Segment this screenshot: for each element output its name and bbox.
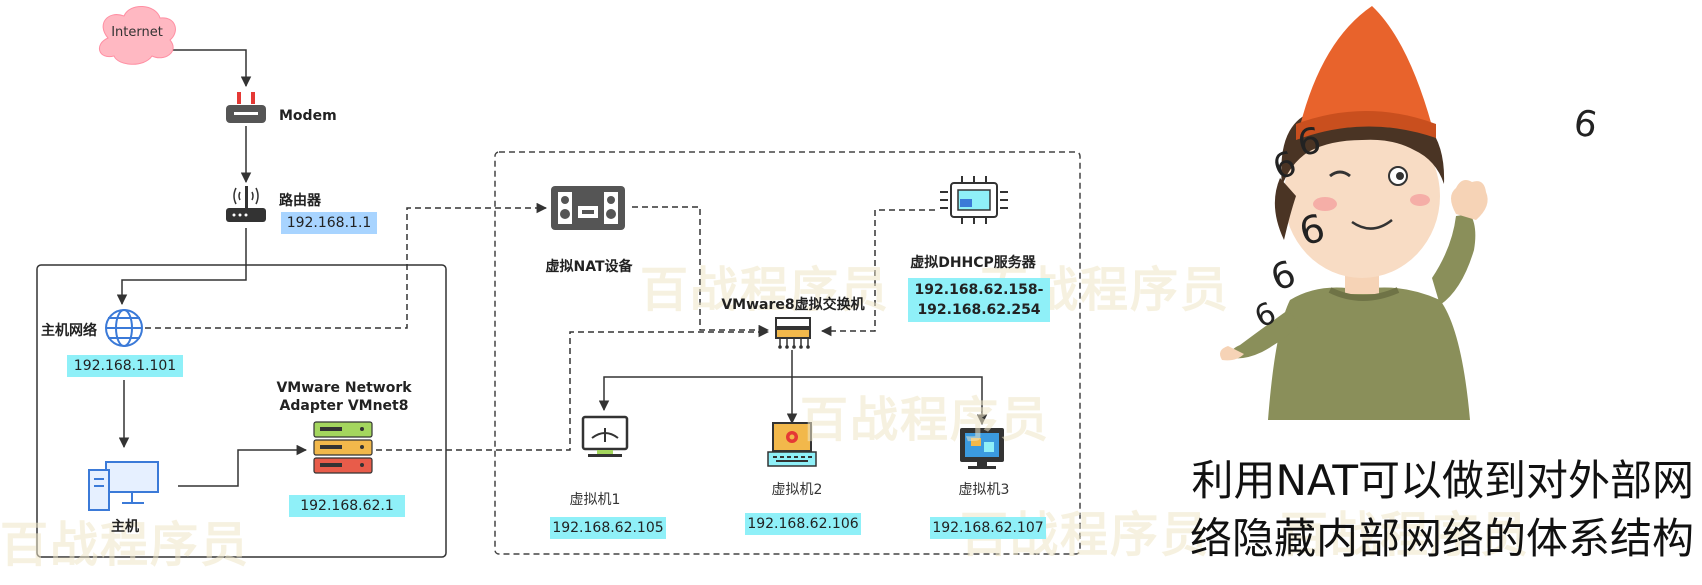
internet-label: Internet: [111, 25, 163, 40]
boy-thumbs-666-illustration: [1220, 6, 1488, 420]
router-label: 路由器: [279, 193, 321, 209]
vmnet8-ip: 192.168.62.1: [289, 495, 405, 517]
desktop-computer-icon: [88, 461, 159, 511]
vmnet8-label-line2: Adapter VMnet8: [279, 398, 409, 414]
monitor-icon: [581, 415, 629, 457]
dhcp-ip-end: 192.168.62.254: [917, 302, 1041, 318]
server-stack-icon: [313, 421, 373, 474]
vmnet8-label-line1: VMware Network: [276, 380, 412, 396]
edge-switch-vm3: [792, 376, 988, 426]
host-side-frame: [36, 264, 447, 558]
chip-board-icon: [940, 176, 1008, 224]
edge-nat-switch: [632, 206, 770, 336]
host-label: 主机: [111, 519, 139, 535]
caption-line-1: 利用NAT可以做到对外部网: [1191, 456, 1694, 505]
switch-icon: [775, 317, 811, 349]
edge-router-hostnet: [116, 228, 247, 306]
watermark: 百战程序员: [640, 262, 891, 318]
edge-switch-vm1: [598, 376, 792, 412]
modem-icon: [226, 92, 266, 123]
nat-label: 虚拟NAT设备: [545, 259, 633, 275]
vm2-ip: 192.168.62.106: [745, 513, 861, 535]
switch-label: VMware8虚拟交换机: [721, 297, 865, 313]
speaker-device-icon: [551, 186, 625, 230]
host-network-label: 主机网络: [41, 323, 97, 339]
caption-line-2: 络隐藏内部网络的体系结构: [1189, 514, 1694, 563]
virtual-network-frame: [494, 151, 1081, 555]
watermark: 百战程序员: [0, 517, 251, 573]
caption: 利用NAT可以做到对外部网 络隐藏内部网络的体系结构: [1134, 452, 1694, 568]
gear-computer-icon: [767, 422, 817, 467]
globe-icon: [105, 309, 143, 347]
vm3-label: 虚拟机3: [958, 482, 1010, 498]
router-icon: [226, 186, 266, 222]
dhcp-label: 虚拟DHHCP服务器: [910, 255, 1036, 271]
screen-computer-icon: [960, 428, 1004, 469]
edge-dhcp-switch: [820, 209, 935, 337]
vm1-label: 虚拟机1: [569, 492, 621, 508]
vm3-ip: 192.168.62.107: [930, 517, 1046, 539]
dhcp-ip-range: 192.168.62.158- 192.168.62.254: [908, 278, 1050, 322]
vm2-label: 虚拟机2: [771, 482, 823, 498]
edge-hostnet-nat: [145, 202, 548, 329]
edge-internet-modem: [168, 49, 252, 88]
router-ip: 192.168.1.1: [281, 212, 377, 234]
watermark: 百战程序员: [800, 392, 1051, 448]
vm1-ip: 192.168.62.105: [550, 517, 666, 539]
modem-label: Modem: [279, 108, 337, 124]
dhcp-ip-start: 192.168.62.158-: [914, 282, 1044, 298]
edge-host-vmnet8: [178, 444, 308, 487]
edge-vmnet8-switch: [376, 326, 770, 451]
cloud-icon: [99, 6, 176, 65]
watermark: 百战程序员: [1280, 507, 1531, 563]
host-network-ip: 192.168.1.101: [67, 355, 183, 377]
